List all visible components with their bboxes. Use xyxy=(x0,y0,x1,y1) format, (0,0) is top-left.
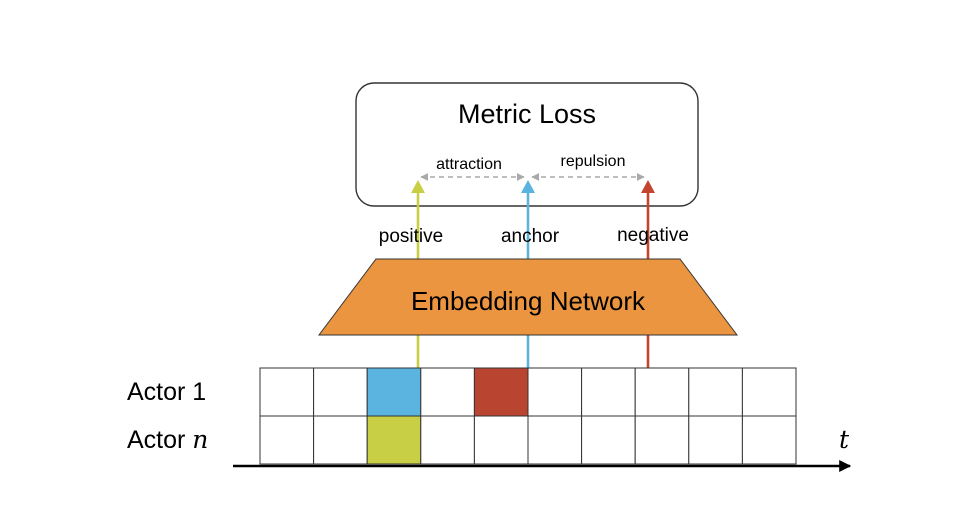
grid-cell-anchor xyxy=(366,367,422,417)
positive-label: positive xyxy=(379,226,443,247)
grid-cell xyxy=(741,415,797,465)
grid-cell xyxy=(313,415,368,465)
grid-cell xyxy=(741,367,797,417)
grid-cell xyxy=(688,415,743,465)
grid-cell xyxy=(581,367,636,417)
actor-1-index: 1 xyxy=(192,378,206,406)
actor-1-label: Actor 1 xyxy=(127,378,206,406)
grid-cell xyxy=(634,415,690,465)
grid-cell xyxy=(581,415,636,465)
anchor-arrowhead xyxy=(521,180,535,193)
grid-cell xyxy=(259,367,315,417)
positive-arrowhead xyxy=(411,180,425,193)
embedding-network-shape xyxy=(318,258,738,336)
grid-cell xyxy=(527,367,583,417)
negative-arrowhead xyxy=(641,180,655,193)
grid-cell-negative xyxy=(473,367,529,417)
grid-cell-positive xyxy=(366,415,422,465)
grid-cell xyxy=(527,415,583,465)
grid-cell xyxy=(634,367,690,417)
negative-label: negative xyxy=(617,225,689,246)
grid-cell xyxy=(259,415,315,465)
actor-n-label: Actor n xyxy=(127,425,208,454)
actor-time-grid xyxy=(259,367,797,465)
time-axis-label: t xyxy=(839,425,850,454)
grid-cell xyxy=(313,367,368,417)
anchor-label: anchor xyxy=(501,226,560,247)
grid-cell xyxy=(473,415,529,465)
actor-n-index: n xyxy=(192,425,208,454)
grid-cell xyxy=(688,367,743,417)
attraction-label: attraction xyxy=(436,156,502,173)
repulsion-label: repulsion xyxy=(561,153,626,170)
grid-cell xyxy=(420,415,475,465)
actor-1-prefix: Actor xyxy=(127,378,192,406)
metric-loss-title: Metric Loss xyxy=(458,99,596,129)
embedding-network-label: Embedding Network xyxy=(411,286,646,316)
actor-n-prefix: Actor xyxy=(127,426,192,454)
grid-cell xyxy=(420,367,475,417)
